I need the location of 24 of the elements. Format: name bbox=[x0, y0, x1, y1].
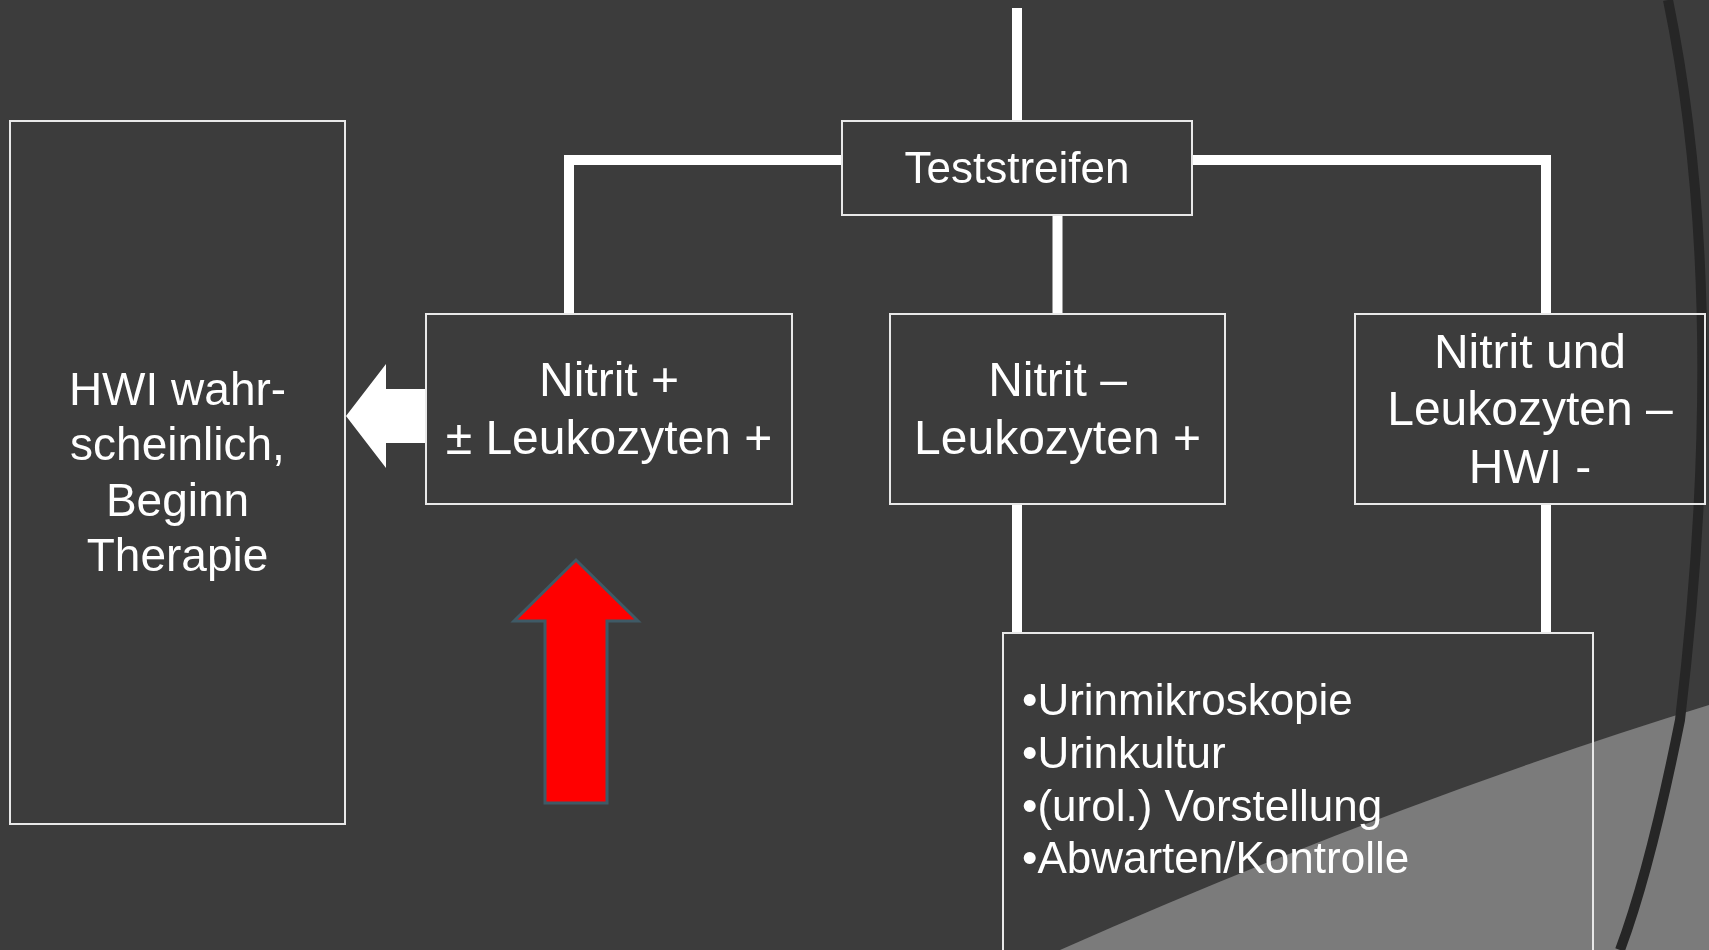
action-box bbox=[1002, 632, 1594, 950]
process-box bbox=[1354, 313, 1706, 505]
box-text: Nitrit – bbox=[988, 352, 1127, 409]
box-text: Nitrit + bbox=[539, 352, 679, 409]
box-text: Leukozyten + bbox=[914, 410, 1201, 466]
list-item: •Abwarten/Kontrolle bbox=[1022, 832, 1410, 885]
connector-line bbox=[564, 155, 841, 313]
list-item: •(urol.) Vorstellung bbox=[1022, 779, 1383, 832]
box-text: HWI wahr- scheinlich, Beginn Therapie bbox=[67, 362, 288, 583]
connector-line bbox=[1012, 8, 1022, 120]
box-text: Nitrit und Leukozyten – HWI - bbox=[1386, 323, 1674, 495]
list-item: •Urinmikroskopie bbox=[1022, 674, 1353, 726]
process-box bbox=[425, 313, 793, 505]
box-text: ± Leukozyten + bbox=[445, 410, 773, 466]
process-box bbox=[841, 120, 1193, 216]
list-item: •Urinkultur bbox=[1022, 726, 1226, 779]
connector-line bbox=[1541, 505, 1551, 632]
process-box bbox=[889, 313, 1226, 505]
process-box bbox=[9, 120, 346, 825]
connector-line bbox=[1012, 505, 1022, 632]
box-text: Teststreifen bbox=[904, 141, 1130, 194]
connector-line bbox=[1052, 216, 1063, 313]
connector-line bbox=[1193, 155, 1551, 313]
block-arrow bbox=[346, 364, 425, 468]
